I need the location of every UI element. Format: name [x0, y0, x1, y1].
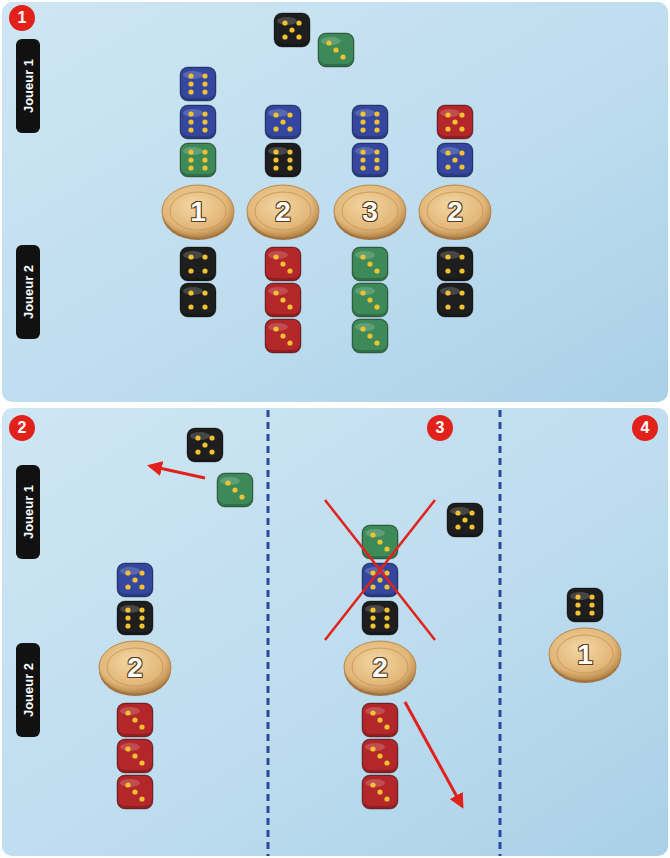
- label-text: Joueur 1: [22, 485, 35, 539]
- die: [437, 283, 473, 317]
- section-divider: [267, 410, 270, 856]
- die: [352, 319, 388, 353]
- callout-number: 3: [427, 415, 453, 441]
- die: [180, 143, 216, 177]
- label-text: 1: [190, 198, 206, 226]
- cross-out: [325, 500, 435, 640]
- label-text: Joueur 1: [22, 59, 35, 113]
- die: [437, 143, 473, 177]
- move-arrow: [150, 466, 205, 478]
- die: [180, 247, 216, 281]
- label-text: 3: [362, 198, 378, 226]
- label-text: Joueur 2: [22, 663, 35, 717]
- die: [352, 283, 388, 317]
- label-text: 2: [127, 654, 143, 682]
- die: [362, 601, 398, 635]
- die: [567, 588, 603, 622]
- player-label: Joueur 2: [16, 245, 40, 339]
- callout-number: 1: [9, 5, 35, 31]
- label-text: 4: [641, 420, 650, 436]
- value-token: 2: [342, 639, 418, 697]
- die: [437, 247, 473, 281]
- player-label: Joueur 1: [16, 39, 40, 133]
- die: [180, 105, 216, 139]
- die: [217, 473, 253, 507]
- panel: [2, 408, 668, 856]
- die: [318, 33, 354, 67]
- label-text: Joueur 2: [22, 265, 35, 319]
- panel: [2, 2, 668, 402]
- die: [117, 563, 153, 597]
- label-text: 1: [18, 10, 27, 26]
- die: [352, 143, 388, 177]
- die: [117, 703, 153, 737]
- die: [187, 428, 223, 462]
- player-label: Joueur 2: [16, 643, 40, 737]
- label-text: 3: [436, 420, 445, 436]
- callout-number: 4: [632, 415, 658, 441]
- die: [265, 247, 301, 281]
- value-token: 1: [547, 626, 623, 684]
- die: [180, 67, 216, 101]
- die: [117, 739, 153, 773]
- section-divider: [499, 410, 502, 856]
- die: [117, 775, 153, 809]
- die: [265, 319, 301, 353]
- die: [437, 105, 473, 139]
- value-token: 1: [160, 183, 236, 241]
- die: [117, 601, 153, 635]
- die: [265, 143, 301, 177]
- die: [362, 775, 398, 809]
- value-token: 3: [332, 183, 408, 241]
- die: [362, 739, 398, 773]
- label-text: 1: [577, 641, 593, 669]
- die: [265, 105, 301, 139]
- value-token: 2: [245, 183, 321, 241]
- die: [352, 247, 388, 281]
- die: [265, 283, 301, 317]
- label-text: 2: [447, 198, 463, 226]
- die: [362, 703, 398, 737]
- die: [352, 105, 388, 139]
- value-token: 2: [417, 183, 493, 241]
- dice: [117, 13, 603, 809]
- die: [180, 283, 216, 317]
- die: [274, 13, 310, 47]
- move-arrow: [405, 702, 462, 806]
- die: [447, 503, 483, 537]
- cross-out: [325, 500, 435, 640]
- player-label: Joueur 1: [16, 465, 40, 559]
- label-text: 2: [18, 420, 27, 436]
- value-token: 2: [97, 639, 173, 697]
- callout-number: 2: [9, 415, 35, 441]
- label-text: 2: [372, 654, 388, 682]
- label-text: 2: [275, 198, 291, 226]
